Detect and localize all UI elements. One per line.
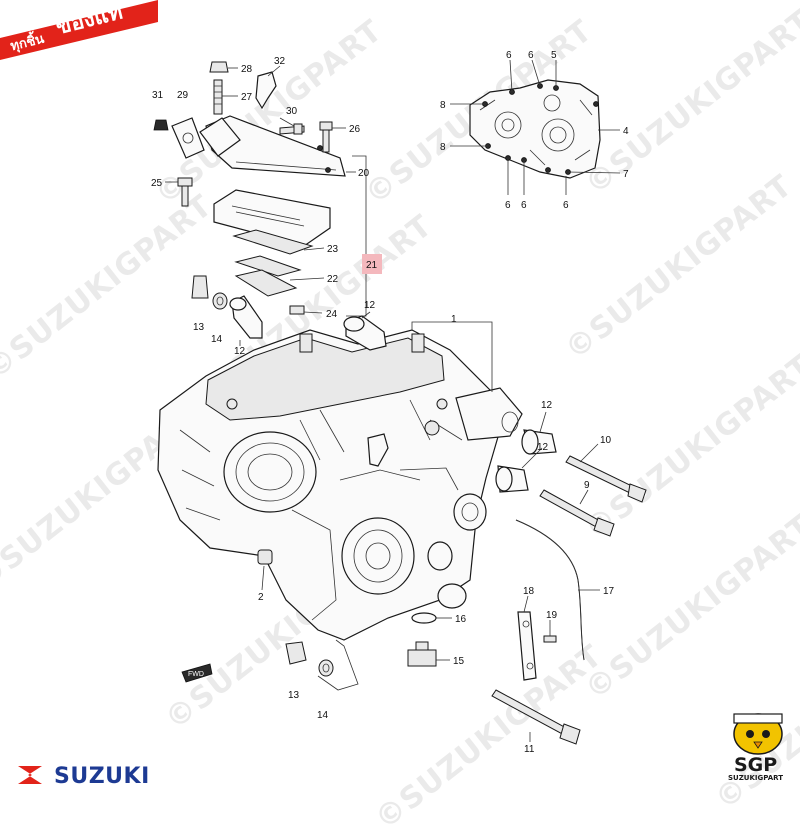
callout-6: 6	[505, 200, 511, 211]
callout-4: 4	[623, 126, 629, 137]
brand-wordmark: SUZUKI	[54, 764, 150, 789]
suzuki-brand: SUZUKI	[14, 762, 164, 790]
callout-12: 12	[537, 442, 549, 453]
callout-19: 19	[546, 610, 558, 621]
callout-14: 14	[317, 710, 329, 721]
callout-18: 18	[523, 586, 535, 597]
callout-11: 11	[524, 744, 535, 755]
inset-crankcase-view	[469, 79, 601, 179]
callout-26: 26	[349, 124, 361, 135]
crankcase-exploded-diagram: FWD 6 6 5 8 8 4 7 6 6 6 32 28 27 31 29 3…	[151, 50, 647, 755]
callout-27: 27	[241, 92, 253, 103]
callout-17: 17	[603, 586, 615, 597]
inset-leaders	[450, 59, 621, 195]
callout-32: 32	[274, 56, 286, 67]
callout-13: 13	[193, 322, 205, 333]
callout-12: 12	[541, 400, 553, 411]
callout-21-highlight	[362, 254, 382, 274]
callout-21: 21	[366, 260, 378, 271]
callout-6: 6	[506, 50, 512, 61]
callout-6: 6	[563, 200, 569, 211]
callout-30: 30	[286, 106, 298, 117]
crankcase-main	[157, 329, 523, 641]
callout-22: 22	[327, 274, 339, 285]
callout-28: 28	[241, 64, 253, 75]
right-side-parts	[407, 429, 647, 745]
shop-logo: SGP SUZUKIGPART	[724, 700, 792, 796]
callout-29: 29	[177, 90, 189, 101]
callout-10: 10	[600, 435, 612, 446]
intake-assembly	[153, 61, 346, 315]
callout-2: 2	[258, 592, 264, 603]
callout-24: 24	[326, 309, 338, 320]
callout-9: 9	[584, 480, 590, 491]
callout-5: 5	[551, 50, 557, 61]
callouts: 6 6 5 8 8 4 7 6 6 6 32 28 27 31 29 30 26…	[151, 50, 629, 755]
shop-mark: SGP	[734, 754, 778, 776]
callout-14: 14	[211, 334, 223, 345]
callout-7: 7	[623, 169, 629, 180]
callout-15: 15	[453, 656, 465, 667]
chick-mascot-icon	[733, 713, 783, 755]
callout-31: 31	[152, 90, 164, 101]
fwd-arrow-icon: FWD	[181, 663, 213, 683]
badge-shape	[0, 0, 158, 60]
callout-6: 6	[521, 200, 527, 211]
seal-parts-left	[191, 275, 387, 677]
callout-1: 1	[451, 314, 457, 325]
callout-12: 12	[364, 300, 376, 311]
callout-23: 23	[327, 244, 339, 255]
callout-25: 25	[151, 178, 163, 189]
shop-name: SUZUKIGPART	[728, 774, 784, 782]
callout-20: 20	[358, 168, 370, 179]
genuine-parts-badge: ทุกชิ้น ของแท้	[0, 0, 160, 62]
right-leaders	[239, 311, 600, 742]
callout-16: 16	[455, 614, 467, 625]
fwd-label: FWD	[188, 671, 204, 678]
suzuki-logo-icon	[18, 766, 42, 784]
callout-12: 12	[234, 346, 246, 357]
callout-13: 13	[288, 690, 300, 701]
callout-8: 8	[440, 142, 446, 153]
callout-6: 6	[528, 50, 534, 61]
callout-8: 8	[440, 100, 446, 111]
